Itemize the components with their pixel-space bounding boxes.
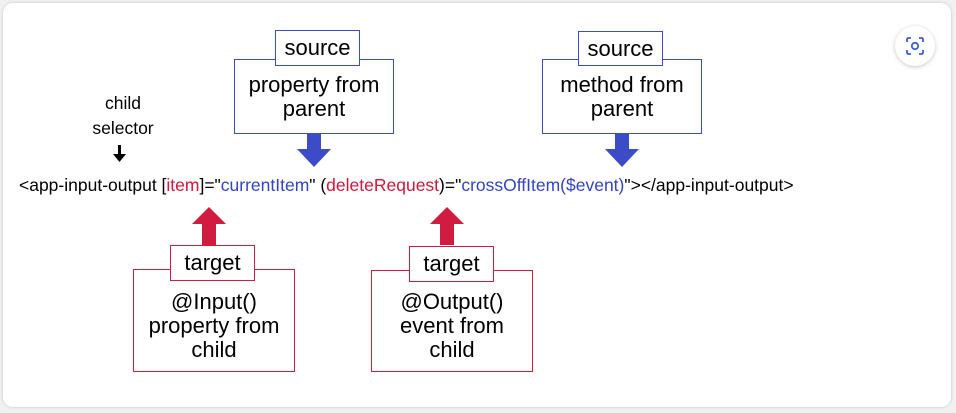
source-method-line-2: parent (590, 95, 654, 121)
source-method-box: method from parent (542, 59, 702, 134)
target-input-line-1: @Input() (171, 288, 257, 314)
target-label-1: target (184, 250, 241, 275)
lens-icon (906, 37, 924, 55)
source-arrow-method (605, 133, 639, 167)
code-mid: " ( (309, 175, 327, 195)
target-output-line-1: @Output() (400, 289, 504, 314)
target-label-box-1: target (170, 245, 255, 281)
target-arrow-input (192, 207, 226, 245)
target-output-line-2: event from (400, 313, 504, 338)
target-label-2: target (423, 251, 480, 276)
child-selector-label: child selector (73, 91, 173, 141)
source-property-box: property from parent (234, 59, 394, 134)
child-selector-line-2: selector (92, 118, 154, 138)
code-cross-off-source: crossOffItem($event) (461, 175, 625, 195)
code-delete-request-target: deleteRequest (326, 175, 440, 195)
target-output-line-3: child (429, 337, 475, 362)
source-property-line-1: property from (248, 71, 380, 97)
template-code-line: <app-input-output [item]="currentItem" (… (19, 175, 794, 196)
source-arrow-property (297, 133, 331, 167)
source-label-2: source (587, 35, 654, 61)
code-close-tag: "></app-input-output> (624, 175, 794, 195)
source-property-line-2: parent (282, 95, 346, 121)
source-label-box-2: source (578, 31, 663, 66)
source-label-1: source (284, 35, 351, 60)
code-eq-2: )=" (439, 175, 462, 195)
lens-button[interactable] (895, 26, 935, 66)
target-output-box: @Output() event from child (371, 270, 533, 372)
target-label-box-2: target (409, 246, 494, 282)
code-eq-1: ]=" (199, 175, 221, 195)
code-open-tag: <app-input-output [ (19, 175, 167, 195)
child-selector-arrow (113, 145, 126, 162)
source-method-line-1: method from (560, 71, 684, 97)
source-label-box-1: source (275, 30, 360, 66)
target-input-box: @Input() property from child (133, 269, 295, 372)
child-selector-line-1: child (105, 93, 141, 113)
arrows-layer (113, 133, 639, 245)
target-input-line-3: child (191, 336, 237, 362)
target-arrow-output (430, 207, 464, 245)
code-item-target: item (166, 175, 200, 195)
target-input-line-2: property from (148, 312, 280, 338)
diagram-card: child selector property from parent sour… (3, 3, 951, 407)
code-current-item-source: currentItem (220, 175, 310, 195)
